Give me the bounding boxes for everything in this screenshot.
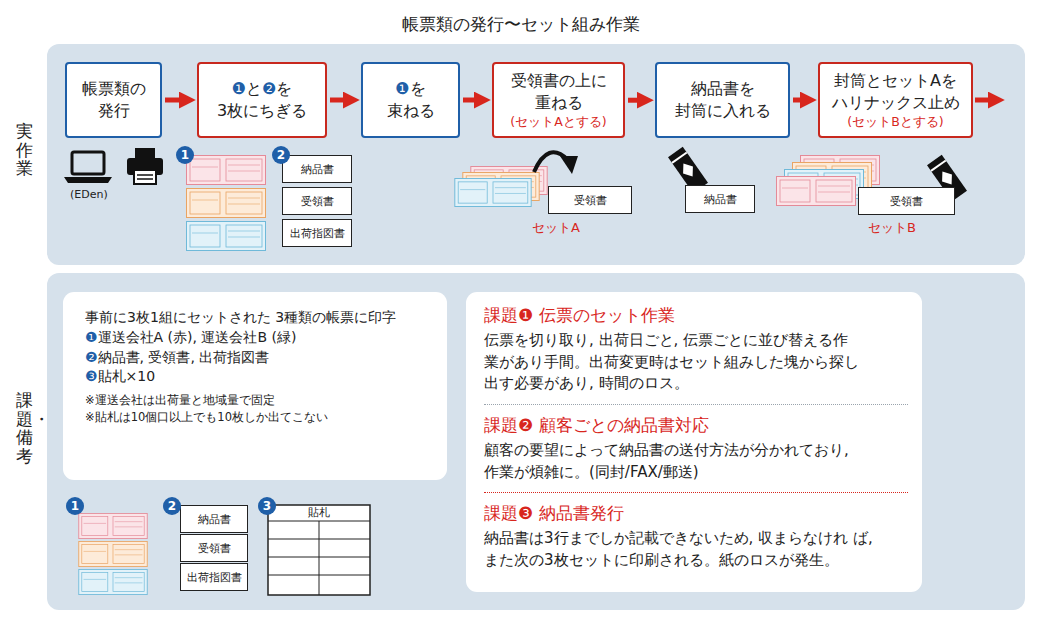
label-table bbox=[319, 521, 320, 595]
callout-number: 2 bbox=[163, 497, 181, 515]
box-text: 受領書の上に 重ねる bbox=[501, 70, 616, 113]
box-text: 受領書 bbox=[574, 193, 607, 208]
callout-number: 2 bbox=[272, 146, 290, 164]
box-subtext: (セットBとする) bbox=[847, 114, 943, 130]
slip-stack bbox=[187, 156, 266, 185]
end-arrow bbox=[975, 98, 998, 103]
issue-heading: 課題❸ 納品書発行 bbox=[484, 502, 908, 526]
document-box: 納品書 bbox=[685, 185, 755, 213]
section-label: 課題・備考 bbox=[16, 391, 33, 466]
box-text: 封筒とセットAを ハリナックス止め bbox=[827, 70, 964, 113]
document-box: 納品書 bbox=[180, 505, 248, 533]
label-table bbox=[268, 505, 370, 595]
box-text: 納品書を 封筒に入れる bbox=[664, 78, 781, 121]
table-header: 貼札 bbox=[268, 505, 370, 520]
slip-set-a bbox=[455, 178, 531, 206]
printer-icon bbox=[137, 174, 153, 176]
slip-stack bbox=[187, 189, 266, 218]
note-card: 事前に3枚1組にセットされた 3種類の帳票に印字❶運送会社A (赤), 運送会社… bbox=[63, 292, 447, 480]
body-text: 事前に3枚1組にセットされた 3種類の帳票に印字 bbox=[85, 308, 427, 327]
process-box: 封筒とセットAを ハリナックス止め(セットBとする) bbox=[818, 62, 973, 138]
slip-set-a bbox=[455, 166, 547, 206]
issue-card: 課題❶ 伝票のセット作業伝票を切り取り, 出荷日ごと, 伝票ごとに並び替える作 … bbox=[466, 292, 922, 592]
document-box: 納品書 bbox=[282, 155, 352, 183]
box-text: 納品書 bbox=[704, 192, 737, 207]
box-text: 納品書 bbox=[198, 512, 231, 527]
diagram-title: 帳票類の発行〜セット組み作業 bbox=[0, 13, 1042, 36]
document-box: 受領書 bbox=[282, 187, 352, 215]
printer-icon bbox=[127, 148, 163, 184]
box-text: 出荷指図書 bbox=[187, 570, 242, 585]
turn-arrow bbox=[534, 152, 578, 174]
flow-arrow bbox=[793, 98, 810, 103]
note-text: ※運送会社は出荷量と地域量で固定 bbox=[85, 392, 427, 409]
issue-text: 納品書は3行までしか記載できないため, 収まらなけれ ば, また次の3枚セットに… bbox=[484, 528, 908, 572]
callout-number: 3 bbox=[258, 497, 276, 515]
body-text: ❸貼札×10 bbox=[85, 367, 427, 386]
printer-icon bbox=[135, 148, 155, 158]
process-box: 受領書の上に 重ねる(セットAとする) bbox=[492, 62, 625, 138]
box-text: ❶を 束ねる bbox=[370, 78, 451, 121]
flow-arrow bbox=[463, 98, 484, 103]
process-box: ❶を 束ねる bbox=[361, 62, 460, 138]
caption-label: セットA bbox=[532, 219, 580, 237]
callout-number: 1 bbox=[66, 497, 84, 515]
document-box: 受領書 bbox=[858, 187, 955, 215]
process-box: 納品書を 封筒に入れる bbox=[655, 62, 790, 138]
printer-icon bbox=[137, 178, 153, 180]
box-text: 受領書 bbox=[890, 194, 923, 209]
document-box: 受領書 bbox=[180, 534, 248, 562]
turn-arrow bbox=[534, 152, 568, 172]
callout-number: 1 bbox=[176, 146, 194, 164]
laptop-icon bbox=[72, 152, 104, 174]
box-text: 納品書 bbox=[301, 162, 334, 177]
envelope-icon bbox=[671, 152, 687, 164]
slip-stack bbox=[187, 222, 266, 251]
panel-ground bbox=[47, 44, 1025, 610]
slip-stack bbox=[79, 513, 147, 538]
panel-ground bbox=[47, 44, 1025, 265]
flow-arrow bbox=[165, 98, 189, 103]
document-box: 受領書 bbox=[548, 186, 632, 214]
section-band: 課題・備考事前に3枚1組にセットされた 3種類の帳票に印字❶運送会社A (赤),… bbox=[47, 273, 1025, 610]
turn-arrow bbox=[560, 156, 578, 174]
laptop-icon bbox=[64, 152, 112, 183]
document-box: 出荷指図書 bbox=[282, 219, 352, 247]
caption-label: (EDen) bbox=[70, 188, 108, 201]
laptop-icon bbox=[64, 177, 112, 183]
box-text: 出荷指図書 bbox=[290, 226, 345, 241]
panel-ground bbox=[47, 273, 1025, 610]
flow-arrow bbox=[330, 98, 353, 103]
process-box: ❶と❷を 3枚にちぎる bbox=[197, 62, 327, 138]
issue-text: 顧客の要望によって納品書の送付方法が分かれており, 作業が煩雑に。(同封/FAX… bbox=[484, 440, 908, 494]
issue-heading: 課題❷ 顧客ごとの納品書対応 bbox=[484, 414, 908, 438]
box-text: 受領書 bbox=[198, 541, 231, 556]
box-text: 受領書 bbox=[301, 194, 334, 209]
envelope-icon bbox=[937, 168, 956, 188]
box-text: 帳票類の 発行 bbox=[74, 78, 153, 121]
slip-stack bbox=[187, 156, 266, 251]
issue-heading: 課題❶ 伝票のセット作業 bbox=[484, 304, 908, 328]
envelope-icon bbox=[930, 160, 946, 172]
slip-stack bbox=[79, 541, 147, 566]
process-box: 帳票類の 発行 bbox=[65, 62, 162, 138]
slip-set-b bbox=[777, 177, 856, 206]
envelope-icon bbox=[678, 160, 697, 180]
slip-stack bbox=[79, 513, 147, 594]
note-text: ※貼札は10個口以上でも10枚しか出てこない bbox=[85, 409, 427, 426]
flow-arrow bbox=[628, 98, 647, 103]
label-table bbox=[268, 505, 370, 595]
body-text: ❷納品書, 受領書, 出荷指図書 bbox=[85, 348, 427, 367]
caption-label: セットB bbox=[868, 219, 916, 237]
issue-text: 伝票を切り取り, 出荷日ごと, 伝票ごとに並び替える作 業があり手間。出荷変更時… bbox=[484, 330, 908, 405]
document-box: 出荷指図書 bbox=[180, 563, 248, 591]
body-text: ❶運送会社A (赤), 運送会社B (緑) bbox=[85, 328, 427, 347]
label-table: 貼札 bbox=[268, 505, 370, 595]
box-subtext: (セットAとする) bbox=[510, 114, 606, 130]
section-label: 実作業 bbox=[16, 122, 33, 178]
slip-stack bbox=[79, 569, 147, 594]
box-text: ❶と❷を 3枚にちぎる bbox=[206, 78, 318, 121]
printer-icon bbox=[134, 170, 156, 184]
